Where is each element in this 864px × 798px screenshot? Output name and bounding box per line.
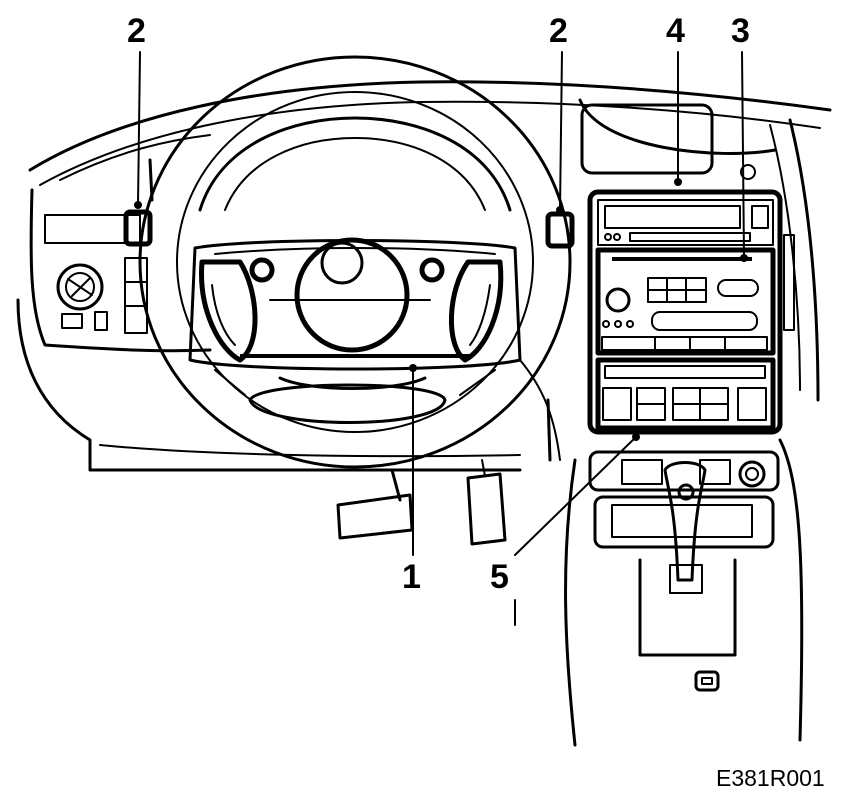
leader-lines <box>134 51 748 556</box>
steering-wheel <box>138 55 572 469</box>
dashboard-shell <box>16 80 832 747</box>
callout-labels: 2 2 4 3 1 5 <box>127 12 750 596</box>
callout-5: 5 <box>490 558 509 596</box>
left-switch-panel <box>44 214 148 334</box>
callout-2-right: 2 <box>549 12 568 50</box>
audio-unit <box>587 189 783 435</box>
reference-code: E381R001 <box>716 765 825 791</box>
lower-console <box>588 450 780 692</box>
left-stalk-switch <box>123 209 153 247</box>
horn-pad <box>294 237 410 353</box>
center-stack <box>580 103 795 435</box>
callout-3: 3 <box>731 12 750 50</box>
right-spoke-buttons <box>448 259 504 363</box>
callout-4: 4 <box>666 12 685 50</box>
callout-2-left: 2 <box>127 12 146 50</box>
left-spoke-buttons <box>199 259 258 363</box>
headlight-switch-icon <box>56 263 104 311</box>
gear-lever <box>663 461 707 582</box>
callout-1: 1 <box>402 558 421 596</box>
brake-pedal <box>336 493 414 540</box>
pedals <box>336 459 507 546</box>
accelerator-pedal <box>466 472 507 546</box>
